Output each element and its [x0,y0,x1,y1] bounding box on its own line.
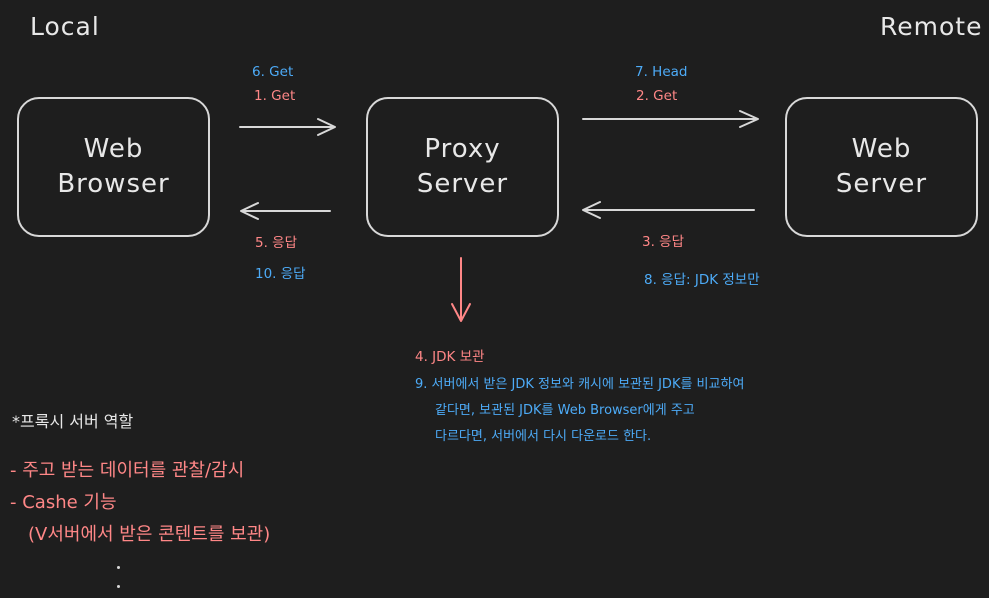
label-1-get: 1. Get [254,88,296,104]
note-9-line-3: 다르다면, 서버에서 다시 다운로드 한다. [435,429,652,444]
proxy-role-item-3: (V서버에서 받은 콘텐트를 보관) [28,524,271,545]
label-10-response: 10. 응답 [255,266,306,282]
arrow-browser-to-proxy [239,118,336,136]
label-6-get: 6. Get [252,64,294,80]
proxy-server-node: Proxy Server [366,97,559,237]
note-9-line-1: 9. 서버에서 받은 JDK 정보와 캐시에 보관된 JDK를 비교하여 [415,377,745,392]
web-server-label: Web Server [835,134,928,199]
arrow-proxy-to-browser [240,202,331,220]
web-browser-label: Web Browser [57,134,170,199]
note-9-line-2: 같다면, 보관된 JDK를 Web Browser에게 주고 [435,403,695,418]
proxy-role-item-2: - Cashe 기능 [10,492,117,513]
local-label: Local [30,12,100,41]
label-5-response: 5. 응답 [255,235,298,251]
proxy-server-label: Proxy Server [416,134,509,199]
ellipsis-dot [117,566,120,569]
arrow-proxy-to-server [582,110,759,128]
arrow-server-to-proxy [582,201,755,219]
proxy-role-item-1: - 주고 받는 데이터를 관찰/감시 [10,460,245,481]
arrow-proxy-down [451,257,471,322]
web-browser-node: Web Browser [17,97,210,237]
label-3-response: 3. 응답 [642,234,685,250]
remote-label: Remote [880,12,983,41]
label-7-head: 7. Head [635,64,688,80]
web-server-node: Web Server [785,97,978,237]
label-4-jdk-store: 4. JDK 보관 [415,349,485,365]
label-8-response-jdk: 8. 응답: JDK 정보만 [644,272,760,288]
label-2-get: 2. Get [636,88,678,104]
ellipsis-dot [117,585,120,588]
proxy-roles-title: *프록시 서버 역할 [12,412,134,431]
